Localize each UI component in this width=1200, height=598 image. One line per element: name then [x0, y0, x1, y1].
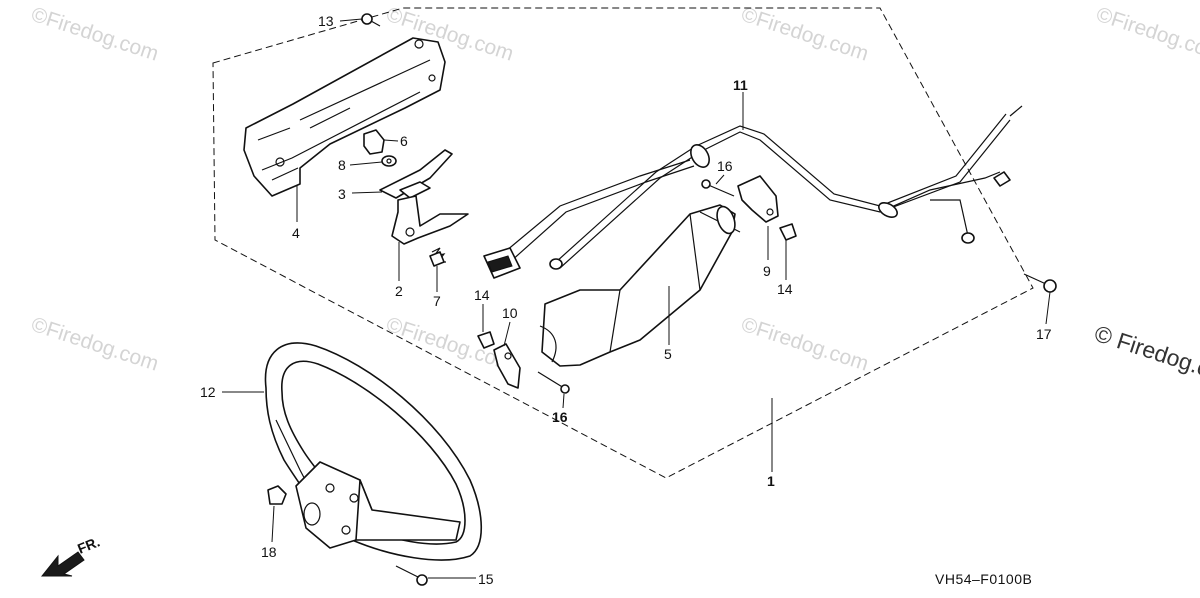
callout-9: 9 — [763, 263, 771, 279]
callout-6: 6 — [400, 133, 408, 149]
watermark-text: ©Firedog.com — [28, 3, 161, 66]
diagram-code: VH54–F0100B — [935, 571, 1032, 587]
nut-part-18 — [267, 485, 287, 505]
watermark-text: ©Firedog.com — [1093, 3, 1200, 66]
direction-label: FR. — [75, 533, 102, 556]
nut-part-14-right — [779, 223, 797, 241]
assembly-frame — [212, 7, 1034, 479]
clamp-part-10 — [493, 343, 521, 389]
callout-10: 10 — [502, 305, 518, 321]
watermark-text: ©Firedog.com — [28, 313, 161, 376]
handle-clamp-block — [295, 461, 461, 549]
grip-part-5 — [539, 204, 741, 367]
front-direction-arrow-icon: FR. — [40, 533, 102, 577]
callout-14-left: 14 — [474, 287, 490, 303]
callout-8: 8 — [338, 157, 346, 173]
throttle-lever-part-3 — [379, 149, 453, 199]
watermark-text: ©Firedog.com — [738, 313, 871, 376]
callout-11: 11 — [733, 77, 748, 93]
callout-16-upper: 16 — [717, 158, 733, 174]
callout-12: 12 — [200, 384, 216, 400]
callout-4: 4 — [292, 225, 300, 241]
spring-part-7 — [429, 247, 446, 267]
trigger-part-2 — [391, 195, 469, 245]
screw-part-16-lower — [537, 371, 570, 394]
nut-part-8 — [381, 155, 397, 167]
callout-15: 15 — [478, 571, 494, 587]
callout-3: 3 — [338, 186, 346, 202]
callout-1: 1 — [767, 473, 775, 489]
watermark-text: ©Firedog.com — [738, 3, 871, 66]
screw-part-13 — [361, 13, 381, 27]
bolt-part-17 — [1023, 273, 1057, 293]
callout-16-lower: 16 — [552, 409, 568, 425]
callout-17: 17 — [1036, 326, 1052, 342]
nut-part-14-left — [477, 331, 495, 349]
clip-part-6 — [363, 129, 385, 155]
leader-lines — [222, 18, 1051, 579]
clamp-part-9 — [737, 175, 779, 223]
throttle-cable-part-11 — [483, 105, 1023, 279]
callout-18: 18 — [261, 544, 277, 560]
callout-13: 13 — [318, 13, 334, 29]
screw-part-16-upper — [701, 179, 735, 197]
callouts: 13 6 8 3 4 2 7 11 16 9 14 14 10 5 16 17 … — [200, 13, 1052, 587]
callout-7: 7 — [433, 293, 441, 309]
handle-housing-part-4 — [243, 37, 446, 197]
callout-14-right: 14 — [777, 281, 793, 297]
bolt-part-15 — [395, 565, 428, 586]
watermark-main-text: © Firedog.c — [1091, 320, 1200, 382]
watermark-text: ©Firedog.com — [383, 313, 516, 376]
callout-5: 5 — [664, 346, 672, 362]
callout-2: 2 — [395, 283, 403, 299]
